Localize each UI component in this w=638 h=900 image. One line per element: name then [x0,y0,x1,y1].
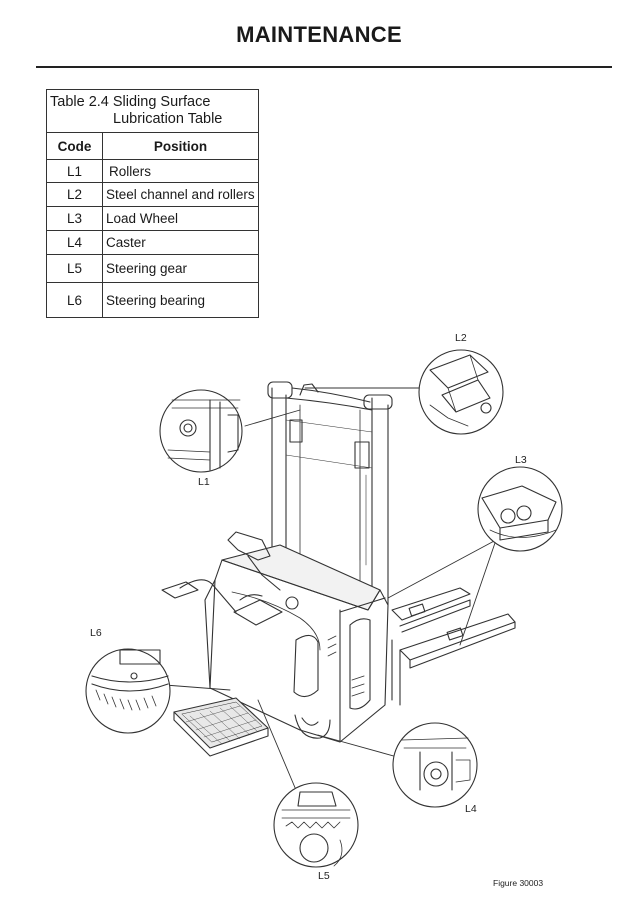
table-row: L5 Steering gear [46,254,259,283]
callout-l5: L5 [318,870,330,882]
column-header-code: Code [46,132,103,160]
table-caption-line1: Table 2.4 Sliding Surface [50,94,211,110]
lubrication-table: Table 2.4 Sliding Surface Lubrication Ta… [46,89,259,318]
table-caption-line2: Lubrication Table [113,111,223,127]
figure-number: Figure 30003 [493,878,544,888]
detail-l5 [273,782,359,868]
detail-l3 [477,466,563,552]
callout-l1: L1 [198,476,210,488]
code-cell: L2 [46,182,103,207]
code-cell: L5 [46,254,103,283]
position-cell: Rollers [102,159,259,183]
detail-l6 [85,648,171,734]
page-title: MAINTENANCE [236,22,402,47]
detail-l1 [159,389,243,473]
callout-l2: L2 [455,332,467,344]
callout-l6: L6 [90,627,102,639]
table-row: L3 Load Wheel [46,206,259,231]
code-cell: L1 [46,159,103,183]
position-cell: Steering bearing [102,282,259,318]
column-header-position: Position [102,132,259,160]
platform [173,697,269,757]
table-row: L6 Steering bearing [46,282,259,318]
callout-l3: L3 [515,454,527,466]
truck-body [204,544,389,743]
title-rule [36,66,612,68]
table-row: L1 Rollers [46,159,259,183]
table-row: L4 Caster [46,230,259,255]
table-row: L2 Steel channel and rollers [46,182,259,207]
mast [267,381,393,606]
position-cell: Caster [102,230,259,255]
detail-l4 [392,722,478,808]
table-caption: Table 2.4 Sliding Surface Lubrication Ta… [46,89,259,133]
forks [391,587,516,706]
position-cell: Steel channel and rollers [102,182,259,207]
detail-l2 [418,349,504,435]
tiller [161,531,283,626]
callout-l4: L4 [465,803,477,815]
position-cell: Load Wheel [102,206,259,231]
